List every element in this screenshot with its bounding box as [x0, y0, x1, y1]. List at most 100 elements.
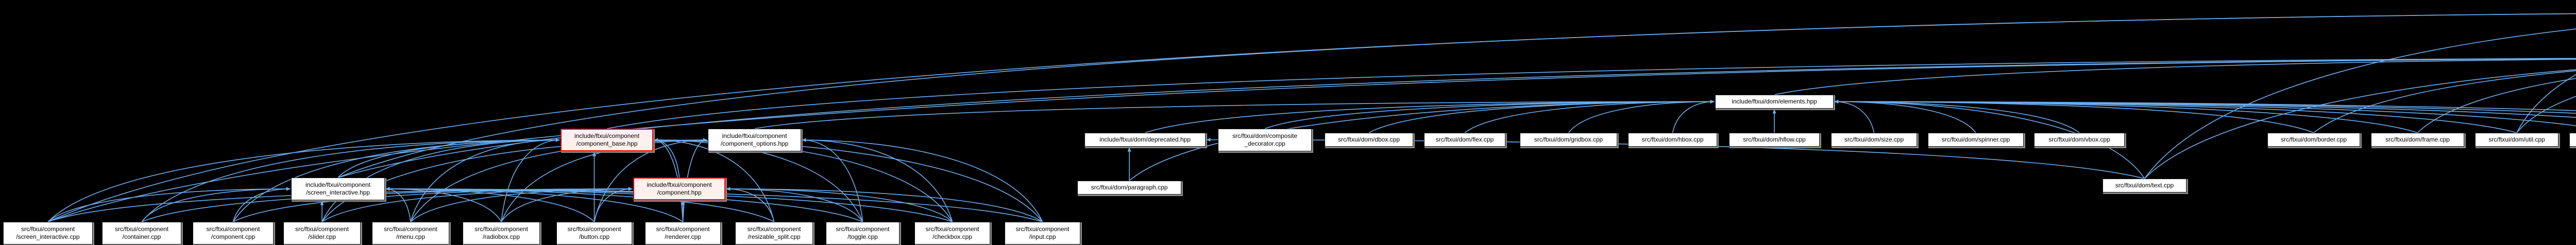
node-label: src/ftxui/component /input.cpp	[1015, 225, 1070, 240]
edge-c_screen_interactive_cpp-to-component_base_hpp	[47, 138, 560, 222]
node-hbox_cpp[interactable]: src/ftxui/dom/hbox.cpp	[1628, 133, 1717, 147]
node-renderer_cpp[interactable]: src/ftxui/component /renderer.cpp	[645, 222, 721, 244]
node-label: src/ftxui/component /container.cpp	[114, 225, 169, 240]
edge-gauge_cpp-to-elements_hpp	[1834, 100, 2576, 127]
edge-container_cpp-to-component_base_hpp	[141, 138, 560, 222]
edge-size_cpp-to-elements_hpp	[1834, 100, 1875, 133]
node-flex_cpp[interactable]: src/ftxui/dom/flex.cpp	[1424, 133, 1505, 147]
edge-radiobox_cpp-to-screen_interactive_hpp	[385, 187, 502, 222]
node-label: include/ftxui/dom/deprecated.hpp	[1099, 136, 1191, 143]
node-composite_decorator_cpp[interactable]: src/ftxui/dom/composite _decorator.cpp	[1218, 129, 1312, 151]
node-label: src/ftxui/component /renderer.cpp	[656, 225, 710, 240]
node-toggle_cpp[interactable]: src/ftxui/component /toggle.cpp	[826, 222, 900, 244]
node-c_screen_interactive_cpp[interactable]: src/ftxui/component /screen_interactive.…	[3, 222, 93, 244]
node-label: src/ftxui/dom/hbox.cpp	[1641, 136, 1704, 143]
edge-menu_cpp-to-component_options_hpp	[410, 138, 707, 222]
edge-vbox_cpp-to-elements_hpp	[1834, 100, 2080, 133]
edge-paragraph_cpp-to-elements_hpp	[1129, 100, 1715, 181]
node-text_cpp[interactable]: src/ftxui/dom/text.cpp	[2103, 179, 2187, 192]
edge-spinner_cpp-to-elements_hpp	[1834, 100, 1976, 133]
edge-graph_cpp-to-elements_hpp	[1834, 100, 2576, 118]
node-frame_cpp[interactable]: src/ftxui/dom/frame.cpp	[2371, 133, 2464, 147]
node-label: src/ftxui/dom/flex.cpp	[1435, 136, 1494, 143]
node-label: src/ftxui/component /radiobox.cpp	[474, 225, 529, 240]
edge-text_cpp-to-elements_hpp	[1834, 100, 2145, 179]
edge-radiobox_cpp-to-component_hpp	[501, 187, 633, 222]
edge-checkbox_cpp-to-component_options_hpp	[802, 138, 953, 222]
edge-hbox_cpp-to-elements_hpp	[1672, 100, 1715, 133]
edge-radiobox_cpp-to-component_options_hpp	[501, 138, 707, 222]
edge-reflect_cpp-to-elements_hpp	[1834, 100, 2576, 114]
edge-component_base_hpp-to-screen_hpp	[606, 58, 2576, 129]
node-dbox_cpp[interactable]: src/ftxui/dom/dbox.cpp	[1325, 133, 1413, 147]
node-util_cpp[interactable]: src/ftxui/dom/util.cpp	[2475, 133, 2558, 147]
node-label: src/ftxui/dom/size.cpp	[1844, 136, 1904, 143]
node-label: src/ftxui/dom/composite _decorator.cpp	[1232, 132, 1298, 147]
node-label: src/ftxui/dom/border.cpp	[2280, 136, 2347, 143]
edge-text_cpp-to-terminal_hpp	[2144, 28, 2576, 179]
node-label: src/ftxui/dom/paragraph.cpp	[1091, 184, 1168, 191]
edge-frame_cpp-to-screen_hpp	[2417, 78, 2576, 133]
node-elements_hpp[interactable]: include/ftxui/dom/elements.hpp	[1715, 95, 1834, 109]
node-component_options_hpp[interactable]: include/ftxui/component /component_optio…	[708, 129, 801, 151]
node-label: src/ftxui/component /screen_interactive.…	[16, 225, 80, 240]
node-label: src/ftxui/dom/gridbox.cpp	[1534, 136, 1603, 143]
edge-c_component_cpp-to-component_base_hpp	[232, 138, 560, 222]
node-checkbox_cpp[interactable]: src/ftxui/component /checkbox.cpp	[914, 222, 990, 244]
node-label: include/ftxui/component /component_base.…	[574, 132, 640, 147]
node-resizable_split_cpp[interactable]: src/ftxui/component /resizable_split.cpp	[735, 222, 813, 244]
edge-input_cpp-to-screen_interactive_hpp	[385, 187, 1043, 222]
edge-flex_cpp-to-elements_hpp	[1464, 100, 1715, 133]
node-input_cpp[interactable]: src/ftxui/component /input.cpp	[1005, 222, 1080, 244]
edge-toggle_cpp-to-screen_interactive_hpp	[385, 187, 863, 222]
node-radiobox_cpp[interactable]: src/ftxui/component /radiobox.cpp	[463, 222, 540, 244]
edge-menu_cpp-to-component_hpp	[410, 187, 633, 222]
edge-button_cpp-to-component_hpp	[594, 187, 633, 222]
node-border_cpp[interactable]: src/ftxui/dom/border.cpp	[2267, 133, 2360, 147]
node-hflow_cpp[interactable]: src/ftxui/dom/hflow.cpp	[1729, 133, 1820, 147]
edge-util_cpp-to-terminal_hpp	[2516, 74, 2576, 133]
edge-toggle_cpp-to-component_options_hpp	[802, 138, 863, 222]
node-label: src/ftxui/component /toggle.cpp	[836, 225, 890, 240]
node-label: include/ftxui/dom/elements.hpp	[1732, 98, 1817, 105]
node-component_base_hpp[interactable]: include/ftxui/component /component_base.…	[561, 129, 653, 151]
edge-c_screen_interactive_cpp-to-screen_interactive_hpp	[47, 187, 291, 222]
node-label: src/ftxui/component /resizable_split.cpp	[747, 225, 801, 240]
node-vbox_cpp[interactable]: src/ftxui/dom/vbox.cpp	[2034, 133, 2125, 147]
node-c_component_cpp[interactable]: src/ftxui/component /component.cpp	[193, 222, 274, 244]
node-deprecated_hpp[interactable]: include/ftxui/dom/deprecated.hpp	[1084, 133, 1206, 147]
node-label: src/ftxui/component /button.cpp	[567, 225, 621, 240]
node-slider_cpp[interactable]: src/ftxui/component /slider.cpp	[283, 222, 361, 244]
node-label: include/ftxui/component /screen_interact…	[305, 181, 371, 196]
node-container_cpp[interactable]: src/ftxui/component /container.cpp	[102, 222, 181, 244]
edge-input_cpp-to-component_hpp	[726, 187, 1043, 222]
node-screen_interactive_hpp[interactable]: include/ftxui/component /screen_interact…	[291, 178, 385, 200]
edge-c_component_cpp-to-screen_interactive_hpp	[232, 187, 291, 222]
node-label: include/ftxui/component /component.hpp	[647, 181, 712, 196]
node-label: src/ftxui/component /menu.cpp	[383, 225, 438, 240]
node-label: src/ftxui/component /checkbox.cpp	[925, 225, 979, 240]
node-menu_cpp[interactable]: src/ftxui/component /menu.cpp	[372, 222, 449, 244]
node-gauge_cpp[interactable]: src/ftxui/dom/gauge.cpp	[2569, 133, 2576, 147]
node-label: src/ftxui/dom/hflow.cpp	[1743, 136, 1806, 143]
node-label: src/ftxui/component /component.cpp	[206, 225, 260, 240]
node-button_cpp[interactable]: src/ftxui/component /button.cpp	[556, 222, 632, 244]
edge-util_cpp-to-screen_hpp	[2516, 96, 2576, 133]
node-spinner_cpp[interactable]: src/ftxui/dom/spinner.cpp	[1928, 133, 2024, 147]
node-paragraph_cpp[interactable]: src/ftxui/dom/paragraph.cpp	[1077, 181, 1181, 195]
edge-radiobox_cpp-to-component_base_hpp	[501, 138, 560, 222]
node-label: src/ftxui/dom/spinner.cpp	[1941, 136, 2010, 143]
node-gridbox_cpp[interactable]: src/ftxui/dom/gridbox.cpp	[1520, 133, 1617, 147]
edge-text_cpp-to-screen_hpp	[2144, 69, 2576, 179]
edge-slider_cpp-to-component_hpp	[321, 187, 633, 222]
node-size_cpp[interactable]: src/ftxui/dom/size.cpp	[1831, 133, 1917, 147]
node-component_hpp[interactable]: include/ftxui/component /component.hpp	[633, 178, 725, 200]
edge-separator_cpp-to-elements_hpp	[1834, 100, 2576, 111]
node-label: src/ftxui/dom/dbox.cpp	[1337, 136, 1400, 143]
edge-elements_hpp-to-screen_hpp	[1774, 59, 2576, 95]
edge-component_options_hpp-to-elements_hpp	[754, 100, 1715, 129]
node-label: src/ftxui/dom/util.cpp	[2488, 136, 2545, 143]
node-label: src/ftxui/dom/frame.cpp	[2385, 136, 2450, 143]
